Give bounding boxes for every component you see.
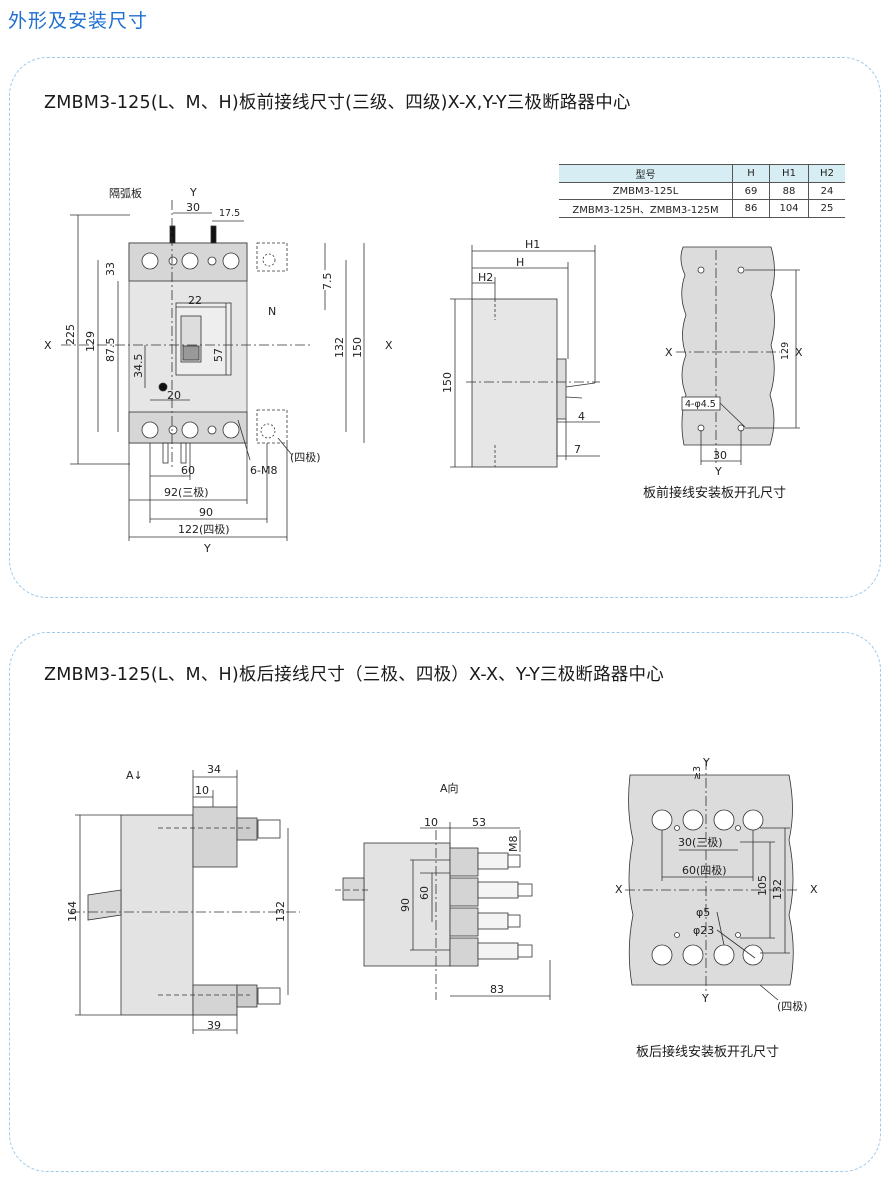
a-dim-90: 90 [399, 898, 412, 912]
four-pole-label: (四极) [290, 450, 321, 464]
side-dim-7: 7 [574, 443, 581, 456]
col-model: 型号 [559, 164, 733, 183]
mount2-axis-y-top: Y [702, 756, 710, 769]
dim-225: 225 [64, 324, 77, 345]
hole-label: 4-φ4.5 [685, 399, 716, 410]
mount2-caption: 板后接线安装板开孔尺寸 [636, 1044, 779, 1060]
rear-dim-10: 10 [195, 784, 209, 797]
dim-132: 132 [333, 337, 346, 358]
dim-22: 22 [188, 294, 202, 307]
mount1-caption: 板前接线安装板开孔尺寸 [643, 485, 786, 501]
side-view-drawing [450, 245, 600, 468]
n-label: N [268, 305, 276, 318]
dim-90: 90 [199, 506, 213, 519]
dim-20: 20 [167, 389, 181, 402]
m8-label: 6-M8 [250, 464, 277, 477]
mount2-four-pole: (四极) [777, 999, 808, 1013]
a-dim-10: 10 [424, 816, 438, 829]
a-arrow-label: A↓ [126, 769, 143, 782]
phi23-label: φ23 [693, 924, 714, 937]
mount1-axis-x-right: X [795, 346, 803, 359]
a-dim-83: 83 [490, 983, 504, 996]
mount-view-1-labels: X X 4-φ4.5 129 30 Y 板前接线安装板开孔尺寸 [643, 342, 803, 501]
dim-129: 129 [84, 331, 97, 352]
dim-34-5: 34.5 [132, 354, 145, 379]
mount2-axis-x-right: X [810, 883, 818, 896]
dim-30: 30 [186, 201, 200, 214]
cell: 104 [769, 199, 809, 218]
front-view-labels: 隔弧板 Y 30 17.5 X X N 225 129 87.5 33 22 5… [44, 186, 393, 555]
table-row: ZMBM3-125H、ZMBM3-125M 86 104 25 [559, 199, 845, 218]
mount2-axis-x-left: X [615, 883, 623, 896]
axis-y-top: Y [189, 186, 197, 199]
cell: 25 [808, 199, 845, 218]
rear-wiring-title: ZMBM3-125(L、M、H)板后接线尺寸（三极、四极）X-X、Y-Y三极断路… [44, 665, 664, 685]
rear-side-view-labels: A↓ 34 10 164 132 39 [66, 763, 287, 1032]
front-wiring-title: ZMBM3-125(L、M、H)板前接线尺寸(三级、四级)X-X,Y-Y三极断路… [44, 93, 631, 113]
mount2-dim-132: 132 [771, 879, 784, 900]
phi5-label: φ5 [696, 906, 710, 919]
a-m8: M8 [507, 836, 520, 853]
mount2-dim-30: 30(三极) [678, 835, 723, 849]
mount-view-2-drawing [625, 760, 800, 1001]
mount-view-1-drawing [676, 246, 800, 465]
side-dim-150: 150 [441, 372, 454, 393]
dim-87-5: 87.5 [104, 338, 117, 363]
a-dim-53: 53 [472, 816, 486, 829]
label-h1: H1 [525, 238, 540, 251]
front-view-drawing [61, 200, 365, 541]
a-view-labels: A向 10 53 M8 60 90 83 [399, 781, 520, 996]
mount2-dim-60: 60(四极) [682, 863, 727, 877]
mount1-dim-30: 30 [713, 449, 727, 462]
page-title: 外形及安装尺寸 [8, 10, 149, 32]
axis-x-right: X [385, 339, 393, 352]
col-h1: H1 [769, 164, 809, 183]
mount1-axis-x-left: X [665, 346, 673, 359]
mount-view-2-labels: Y ≥3 30(三极) 60(四极) X X 105 132 φ5 φ23 Y … [615, 756, 818, 1060]
axis-x-left: X [44, 339, 52, 352]
front-wiring-panel [9, 57, 881, 598]
ge3-label: ≥3 [692, 766, 703, 780]
spec-table: 型号 H H1 H2 ZMBM3-125L 69 88 24 ZMBM3-125… [559, 164, 845, 218]
rear-dim-132: 132 [274, 901, 287, 922]
dim-17-5: 17.5 [219, 208, 240, 219]
dim-60: 60 [181, 464, 195, 477]
a-dim-60: 60 [418, 886, 431, 900]
axis-y-bottom: Y [203, 542, 211, 555]
side-view-labels: H1 H H2 150 4 7 [441, 238, 585, 456]
label-h2: H2 [478, 271, 493, 284]
cell: 86 [732, 199, 770, 218]
rear-side-view-drawing [70, 770, 300, 1034]
side-dim-4: 4 [578, 410, 585, 423]
dim-150: 150 [351, 337, 364, 358]
dim-33: 33 [104, 262, 117, 276]
barrier-label: 隔弧板 [109, 186, 142, 200]
a-view-drawing [335, 822, 551, 1000]
rear-dim-39: 39 [207, 1019, 221, 1032]
mount2-axis-y-bottom: Y [701, 992, 709, 1005]
dim-7-5: 7.5 [321, 273, 334, 291]
rear-wiring-panel [9, 632, 881, 1172]
rear-dim-164: 164 [66, 901, 79, 922]
cell: ZMBM3-125H、ZMBM3-125M [559, 199, 733, 218]
dim-92: 92(三极) [164, 485, 209, 499]
a-view-title: A向 [440, 781, 459, 795]
dim-57: 57 [212, 348, 225, 362]
mount2-dim-105: 105 [756, 875, 769, 896]
label-h: H [516, 256, 524, 269]
mount1-axis-y: Y [714, 465, 722, 478]
dim-122: 122(四极) [178, 522, 230, 536]
mount1-dim-129: 129 [780, 342, 791, 360]
rear-dim-34: 34 [207, 763, 221, 776]
